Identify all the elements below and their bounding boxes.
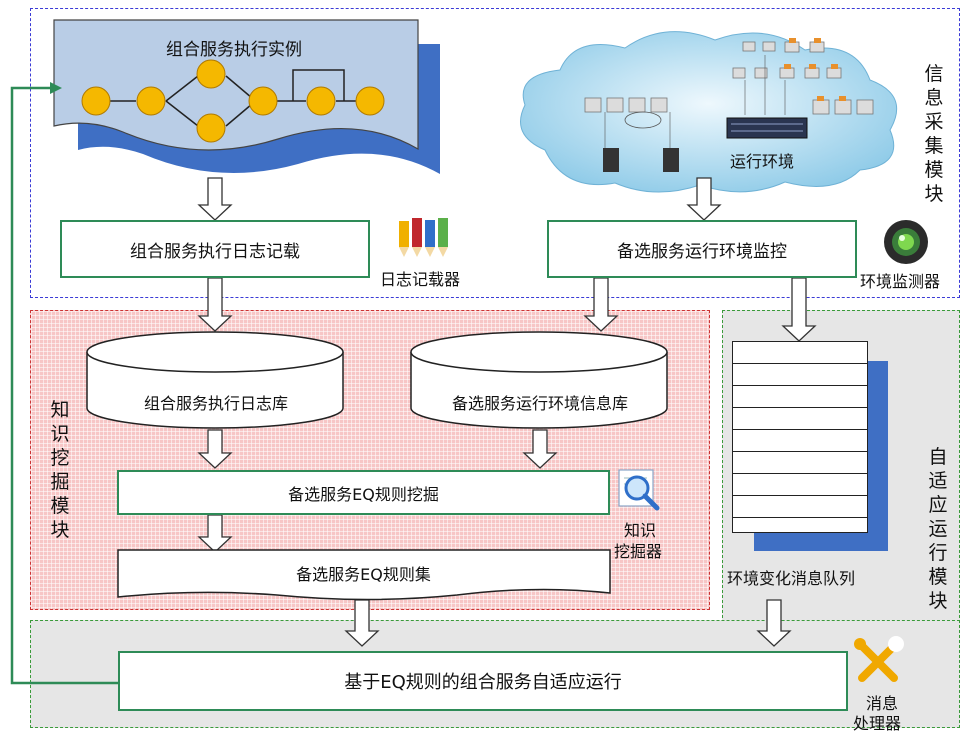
adaptive-run-module-label: 自适应运行模块 xyxy=(928,446,948,612)
eq-rule-set-label: 备选服务EQ规则集 xyxy=(296,565,431,584)
exec-log-db-cylinder xyxy=(86,331,344,429)
miner-label-line1: 知识 xyxy=(624,521,657,540)
workflow-node xyxy=(248,86,278,116)
arrow-ruleset-to-run xyxy=(344,599,380,647)
queue-slot xyxy=(733,518,867,538)
camera-lens-icon xyxy=(884,220,928,264)
queue-slot xyxy=(733,496,867,518)
eq-rule-set-document xyxy=(117,549,611,601)
arrow-monitor-to-queue xyxy=(781,277,817,342)
arrow-env-to-monitor xyxy=(686,177,722,221)
queue-slot xyxy=(733,386,867,408)
pencils-icon xyxy=(399,218,448,257)
arrow-monitor-to-db xyxy=(583,277,619,332)
queue-slot xyxy=(733,430,867,452)
arrow-envdb-to-mining xyxy=(522,429,558,469)
info-collection-module-label: 信息采集模块 xyxy=(924,63,944,205)
knowledge-mining-module-label: 知识挖掘模块 xyxy=(50,399,70,541)
workflow-node xyxy=(306,86,336,116)
exec-log-record-box: 组合服务执行日志记载 xyxy=(60,220,370,278)
queue-slot xyxy=(733,342,867,364)
magnifier-icon xyxy=(618,469,660,511)
feedback-arrowhead xyxy=(50,82,62,94)
execution-instance-title: 组合服务执行实例 xyxy=(166,40,302,60)
queue-slot xyxy=(733,452,867,474)
arrow-log-to-db xyxy=(197,277,233,332)
workflow-node xyxy=(196,113,226,143)
exec-log-db-label: 组合服务执行日志库 xyxy=(143,394,288,413)
arrow-logdb-to-mining xyxy=(197,429,233,469)
eq-mining-box: 备选服务EQ规则挖掘 xyxy=(117,470,610,515)
handler-label-line1: 消息 xyxy=(866,694,899,713)
queue-slot xyxy=(733,364,867,386)
message-queue-label: 环境变化消息队列 xyxy=(727,569,856,588)
arrow-instance-to-log xyxy=(197,177,233,221)
queue-slot xyxy=(733,408,867,430)
workflow-node xyxy=(136,86,166,116)
workflow-graph xyxy=(81,59,385,143)
handler-label-line2: 处理器 xyxy=(853,714,902,733)
runtime-environment-label: 运行环境 xyxy=(730,152,795,171)
logger-label: 日志记载器 xyxy=(380,270,461,289)
workflow-node xyxy=(355,86,385,116)
adaptive-run-box: 基于EQ规则的组合服务自适应运行 xyxy=(118,651,848,711)
message-queue xyxy=(732,341,868,533)
env-monitor-device-label: 环境监测器 xyxy=(860,272,941,291)
info-collection-module xyxy=(30,8,960,298)
execution-instance-document xyxy=(53,19,440,174)
arrow-mining-to-ruleset xyxy=(197,514,233,553)
feedback-loop-line xyxy=(10,86,118,685)
env-monitor-box: 备选服务运行环境监控 xyxy=(547,220,857,278)
tools-icon xyxy=(854,636,904,682)
workflow-node xyxy=(196,59,226,89)
queue-slot xyxy=(733,474,867,496)
env-info-db-cylinder xyxy=(410,331,668,429)
runtime-environment-cloud xyxy=(520,31,898,193)
arrow-queue-to-run xyxy=(756,599,792,647)
env-info-db-label: 备选服务运行环境信息库 xyxy=(451,394,628,413)
miner-label-line2: 挖掘器 xyxy=(614,542,663,561)
workflow-node xyxy=(81,86,111,116)
